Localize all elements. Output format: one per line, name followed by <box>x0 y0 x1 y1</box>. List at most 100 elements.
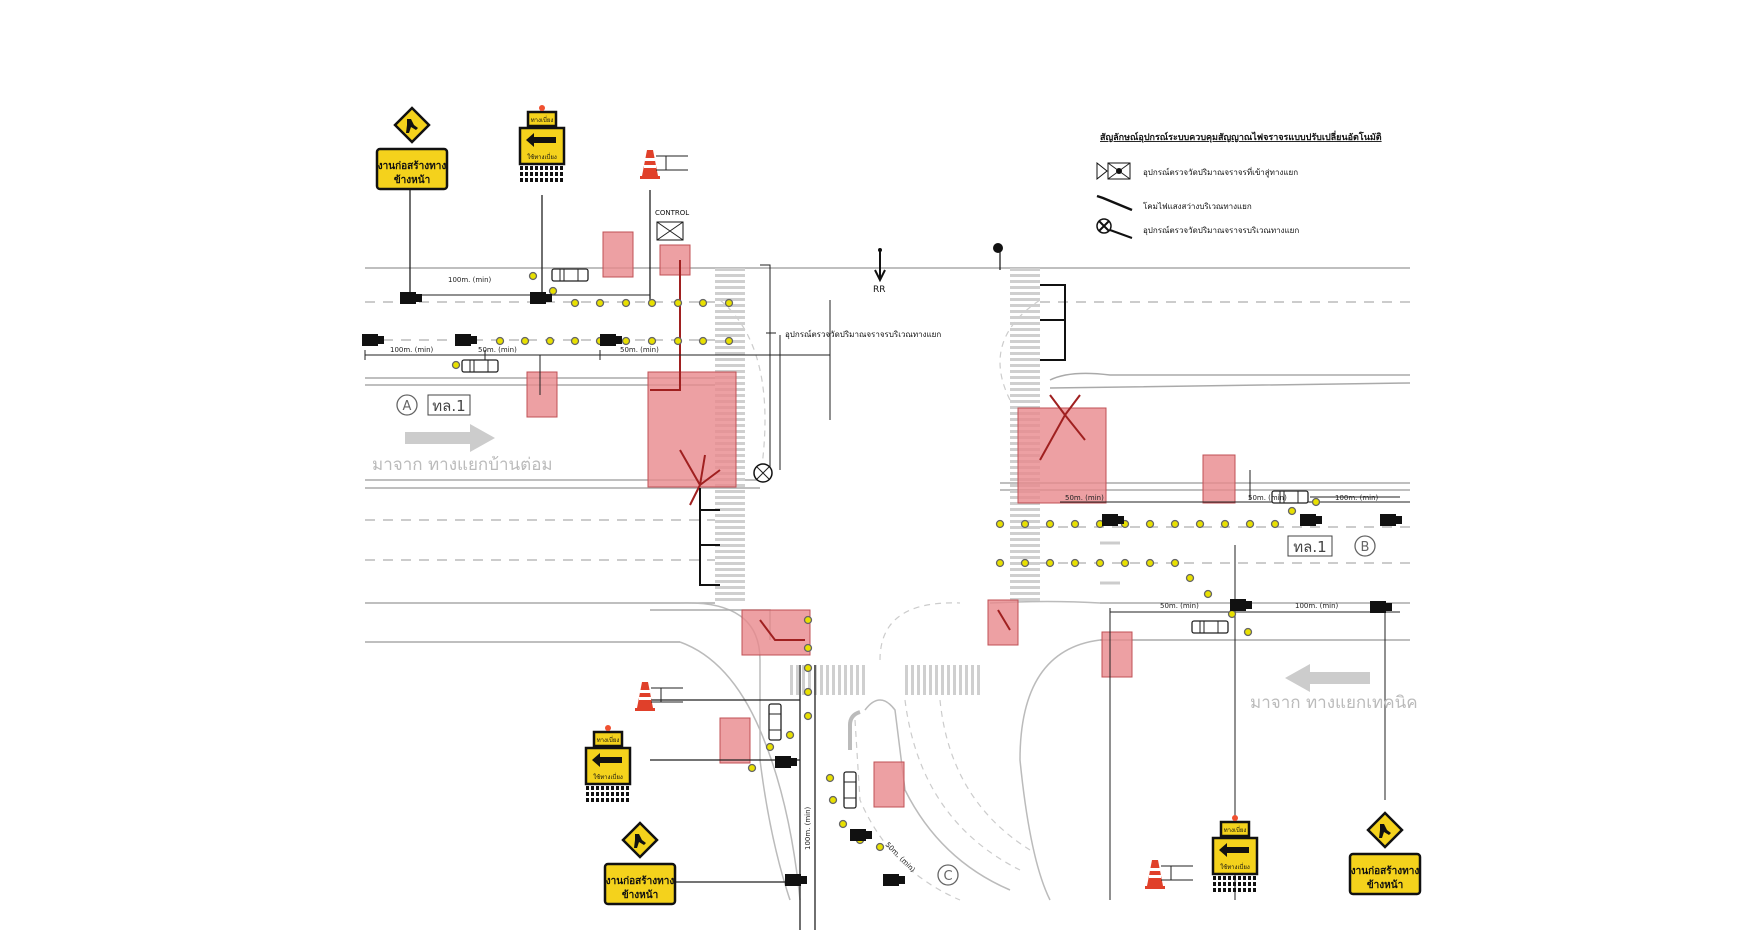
road-stud <box>803 615 813 625</box>
car <box>1191 620 1229 634</box>
dimension-label: 100m. (min) <box>1335 494 1379 502</box>
road-studs <box>451 271 1321 852</box>
intersection-detector-icon <box>1096 218 1133 239</box>
crosswalk-stripe <box>715 316 745 319</box>
direction-arrow-icon <box>405 424 495 452</box>
road-stud <box>495 336 505 346</box>
dimension-label: 50m. (min) <box>1248 494 1287 502</box>
signal-arrows <box>650 260 1086 750</box>
car <box>551 268 589 282</box>
road-stud <box>747 763 757 773</box>
crosswalk-stripe <box>715 550 745 553</box>
vehicle <box>883 874 905 886</box>
crosswalk-stripe <box>715 562 745 565</box>
approach-letter: B <box>1361 540 1370 555</box>
crosswalk-stripe <box>1010 514 1040 517</box>
road-stud <box>765 742 775 752</box>
sign-text: ใช้ทางเบี่ยง <box>1220 863 1250 871</box>
detector-zone <box>602 231 634 278</box>
crosswalk-stripe <box>715 322 745 325</box>
road-stud <box>1045 519 1055 529</box>
dimension-label: 50m. (min) <box>478 346 517 354</box>
road-stud <box>995 519 1005 529</box>
road-stud <box>570 298 580 308</box>
crosswalk-stripe <box>715 292 745 295</box>
crosswalk-stripe <box>947 665 950 695</box>
road-stud <box>803 687 813 697</box>
crosswalk-stripe <box>1010 400 1040 403</box>
legend-item-label: โคมไฟแสงสว่างบริเวณทางแยก <box>1143 201 1252 211</box>
crosswalk-stripe <box>1010 352 1040 355</box>
road-stud <box>1045 558 1055 568</box>
crosswalk-stripe <box>959 665 962 695</box>
crosswalk-stripe <box>1010 586 1040 589</box>
crosswalk-stripe <box>971 665 974 695</box>
intersection-detector-callout: อุปกรณ์ตรวจวัดปริมาณจราจรบริเวณทางแยก <box>753 329 941 483</box>
vehicle <box>775 756 797 768</box>
legend-title: สัญลักษณ์อุปกรณ์ระบบควบคุมสัญญาณไฟจราจรแ… <box>1100 130 1382 143</box>
lighting-pole-icon <box>993 243 1003 253</box>
rr-label: RR <box>873 285 886 295</box>
crosswalk-stripe <box>917 665 920 695</box>
crosswalk-stripe <box>715 364 745 367</box>
crosswalk-stripe <box>715 544 745 547</box>
crosswalk-stripe <box>1010 334 1040 337</box>
crosswalk-stripe <box>1010 508 1040 511</box>
crosswalk-stripe <box>715 328 745 331</box>
approach-letter: C <box>943 869 952 884</box>
crosswalk-stripe <box>862 665 865 695</box>
road-stud <box>698 298 708 308</box>
sign-text: งานก่อสร้างทาง <box>606 875 675 887</box>
vehicle <box>1102 514 1124 526</box>
sign-text: ทางเบี่ยง <box>531 116 554 124</box>
crosswalk-stripe <box>1010 310 1040 313</box>
crosswalk-stripe <box>715 502 745 505</box>
road-stud <box>825 773 835 783</box>
road-stud <box>1020 558 1030 568</box>
crosswalk-stripe <box>715 286 745 289</box>
detector-zones <box>526 231 1236 808</box>
crosswalk-stripe <box>715 310 745 313</box>
approach-a: A ทล.1 มาจาก ทางแยกบ้านต่อม <box>372 394 553 475</box>
crosswalk-stripe <box>715 598 745 601</box>
vehicle-detector-entry-icon <box>1096 161 1131 181</box>
crosswalk-stripe <box>1010 268 1040 271</box>
approach-origin-label: มาจาก ทางแยกบ้านต่อม <box>372 455 553 475</box>
road-stud <box>1245 519 1255 529</box>
road-stud <box>545 336 555 346</box>
crosswalk-stripe <box>715 358 745 361</box>
crosswalk-stripe <box>715 556 745 559</box>
approach-b: ทล.1 B มาจาก ทางแยกเทคนิค <box>1100 535 1418 713</box>
approach-letter: A <box>403 399 412 414</box>
road-stud <box>724 336 734 346</box>
sign-text: ทางเบี่ยง <box>597 736 620 744</box>
crosswalk-stripe <box>715 520 745 523</box>
detector-zone <box>873 761 905 808</box>
road-stud <box>1120 558 1130 568</box>
crosswalk-stripe <box>1010 556 1040 559</box>
crosswalk-stripe <box>1010 550 1040 553</box>
road-stud <box>803 663 813 673</box>
crosswalk-stripe <box>715 580 745 583</box>
crosswalk-stripe <box>923 665 926 695</box>
crosswalk-stripe <box>715 334 745 337</box>
crosswalk-stripe <box>1010 346 1040 349</box>
crosswalk-stripe <box>715 514 745 517</box>
crosswalk-stripe <box>715 568 745 571</box>
work-ahead-sign: งานก่อสร้างทาง ข้างหน้า <box>603 821 677 906</box>
crosswalk-stripe <box>911 665 914 695</box>
rr-marker: RR <box>873 248 886 295</box>
crosswalk-stripe <box>905 665 908 695</box>
crosswalk-stripe <box>838 665 841 695</box>
crosswalk-stripe <box>715 268 745 271</box>
dimension-label: 100m. (min) <box>448 276 492 284</box>
crosswalk-stripe <box>1010 388 1040 391</box>
dimension-label: 100m. (min) <box>804 806 812 850</box>
route-label: ทล.1 <box>1293 538 1326 556</box>
crosswalk-stripe <box>953 665 956 695</box>
road-stud <box>838 819 848 829</box>
road-stud <box>621 298 631 308</box>
dimension-label: 100m. (min) <box>390 346 434 354</box>
road-stud <box>1070 519 1080 529</box>
